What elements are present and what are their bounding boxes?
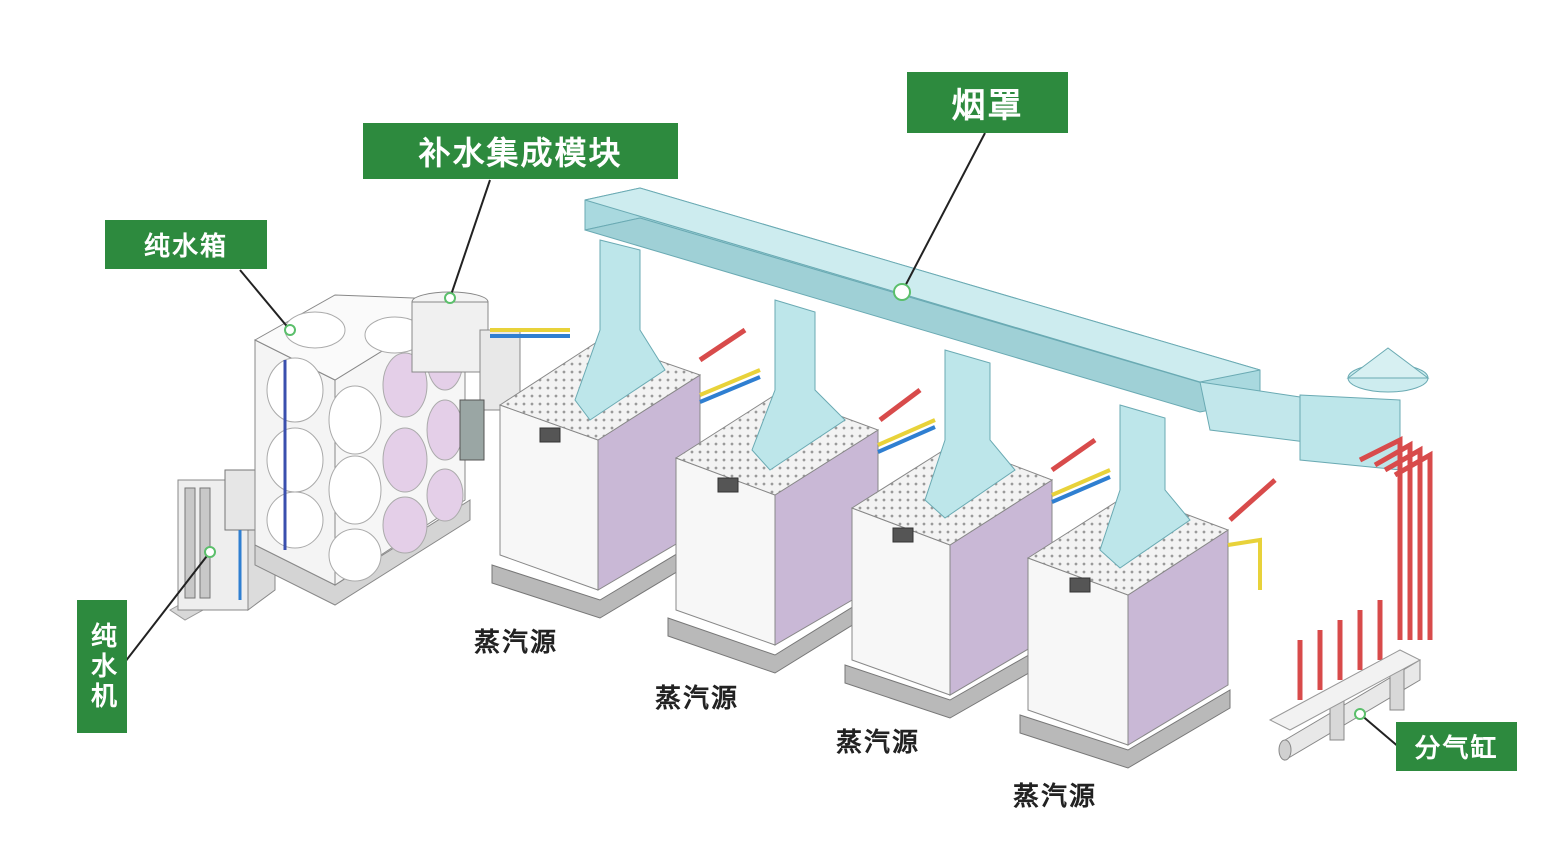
pure-water-tank xyxy=(253,294,471,606)
boiler-3 xyxy=(844,442,1056,719)
label-pure-water-tank: 纯水箱 xyxy=(105,220,267,269)
steam-header xyxy=(1268,649,1422,761)
label-steam-source-1: 蒸汽源 xyxy=(474,628,559,658)
label-steam-source-2: 蒸汽源 xyxy=(655,684,740,714)
label-steam-source-3: 蒸汽源 xyxy=(836,728,921,758)
label-steam-header: 分气缸 xyxy=(1396,722,1517,771)
label-makeup-module: 补水集成模块 xyxy=(363,123,678,179)
flue-hood xyxy=(574,187,1430,569)
label-pure-water-machine: 纯水机 xyxy=(77,600,127,733)
label-hood: 烟罩 xyxy=(907,72,1068,133)
leader-lines xyxy=(124,132,1401,749)
leader-dots xyxy=(204,283,1366,720)
steam-pipes xyxy=(698,327,1433,700)
label-steam-source-4: 蒸汽源 xyxy=(1013,782,1098,812)
water-gas-pipes xyxy=(699,368,1262,590)
makeup-water-module xyxy=(411,291,570,461)
pure-water-machine xyxy=(169,461,276,621)
